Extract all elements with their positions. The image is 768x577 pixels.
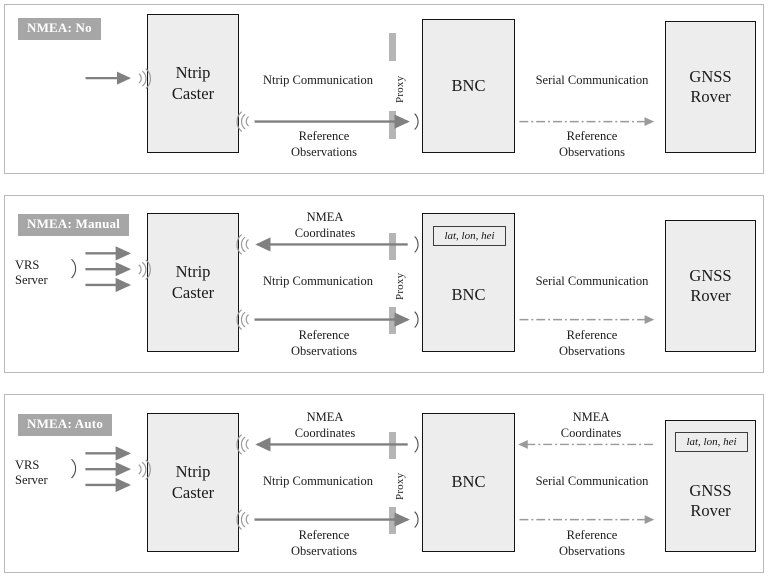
proxy-bar-bottom — [389, 307, 396, 334]
label-serial-communication: Serial Communication — [535, 73, 649, 87]
nmea-mode-badge: NMEA: Auto — [18, 414, 113, 436]
node-bnc-label: BNC — [451, 285, 486, 305]
node-bnc: BNC lat, lon, hei — [422, 213, 515, 352]
antenna-bracket-icon — [414, 436, 419, 453]
nmea-mode-badge: NMEA: Manual — [18, 214, 130, 236]
node-bnc: BNC — [422, 19, 515, 153]
proxy-bar-top — [389, 33, 396, 61]
node-bnc-label: BNC — [451, 75, 486, 95]
proxy-bar-bottom — [389, 507, 396, 534]
proxy-bar-top — [389, 233, 396, 260]
proxy-bar-bottom — [389, 111, 396, 139]
antenna-bracket-icon — [414, 113, 419, 130]
proxy-bar-top — [389, 432, 396, 459]
node-bnc: BNC — [422, 413, 515, 552]
proxy-label: Proxy — [394, 472, 406, 500]
proxy-label: Proxy — [394, 272, 406, 300]
label-serial-communication: Serial Communication — [535, 474, 649, 488]
coord-tag-lat-lon-hei: lat, lon, hei — [433, 226, 506, 247]
label-serial-communication: Serial Communication — [535, 274, 649, 288]
proxy-label: Proxy — [394, 75, 406, 103]
label-ntrip-communication: Ntrip Communication — [262, 274, 374, 288]
antenna-bracket-icon — [414, 311, 419, 328]
antenna-bracket-icon — [414, 511, 419, 528]
antenna-bracket-icon — [414, 236, 419, 253]
node-bnc-label: BNC — [451, 472, 486, 492]
nmea-mode-badge: NMEA: No — [18, 18, 101, 40]
label-ntrip-communication: Ntrip Communication — [262, 73, 374, 87]
label-ntrip-communication: Ntrip Communication — [262, 474, 374, 488]
coord-tag-lat-lon-hei: lat, lon, hei — [675, 432, 748, 453]
